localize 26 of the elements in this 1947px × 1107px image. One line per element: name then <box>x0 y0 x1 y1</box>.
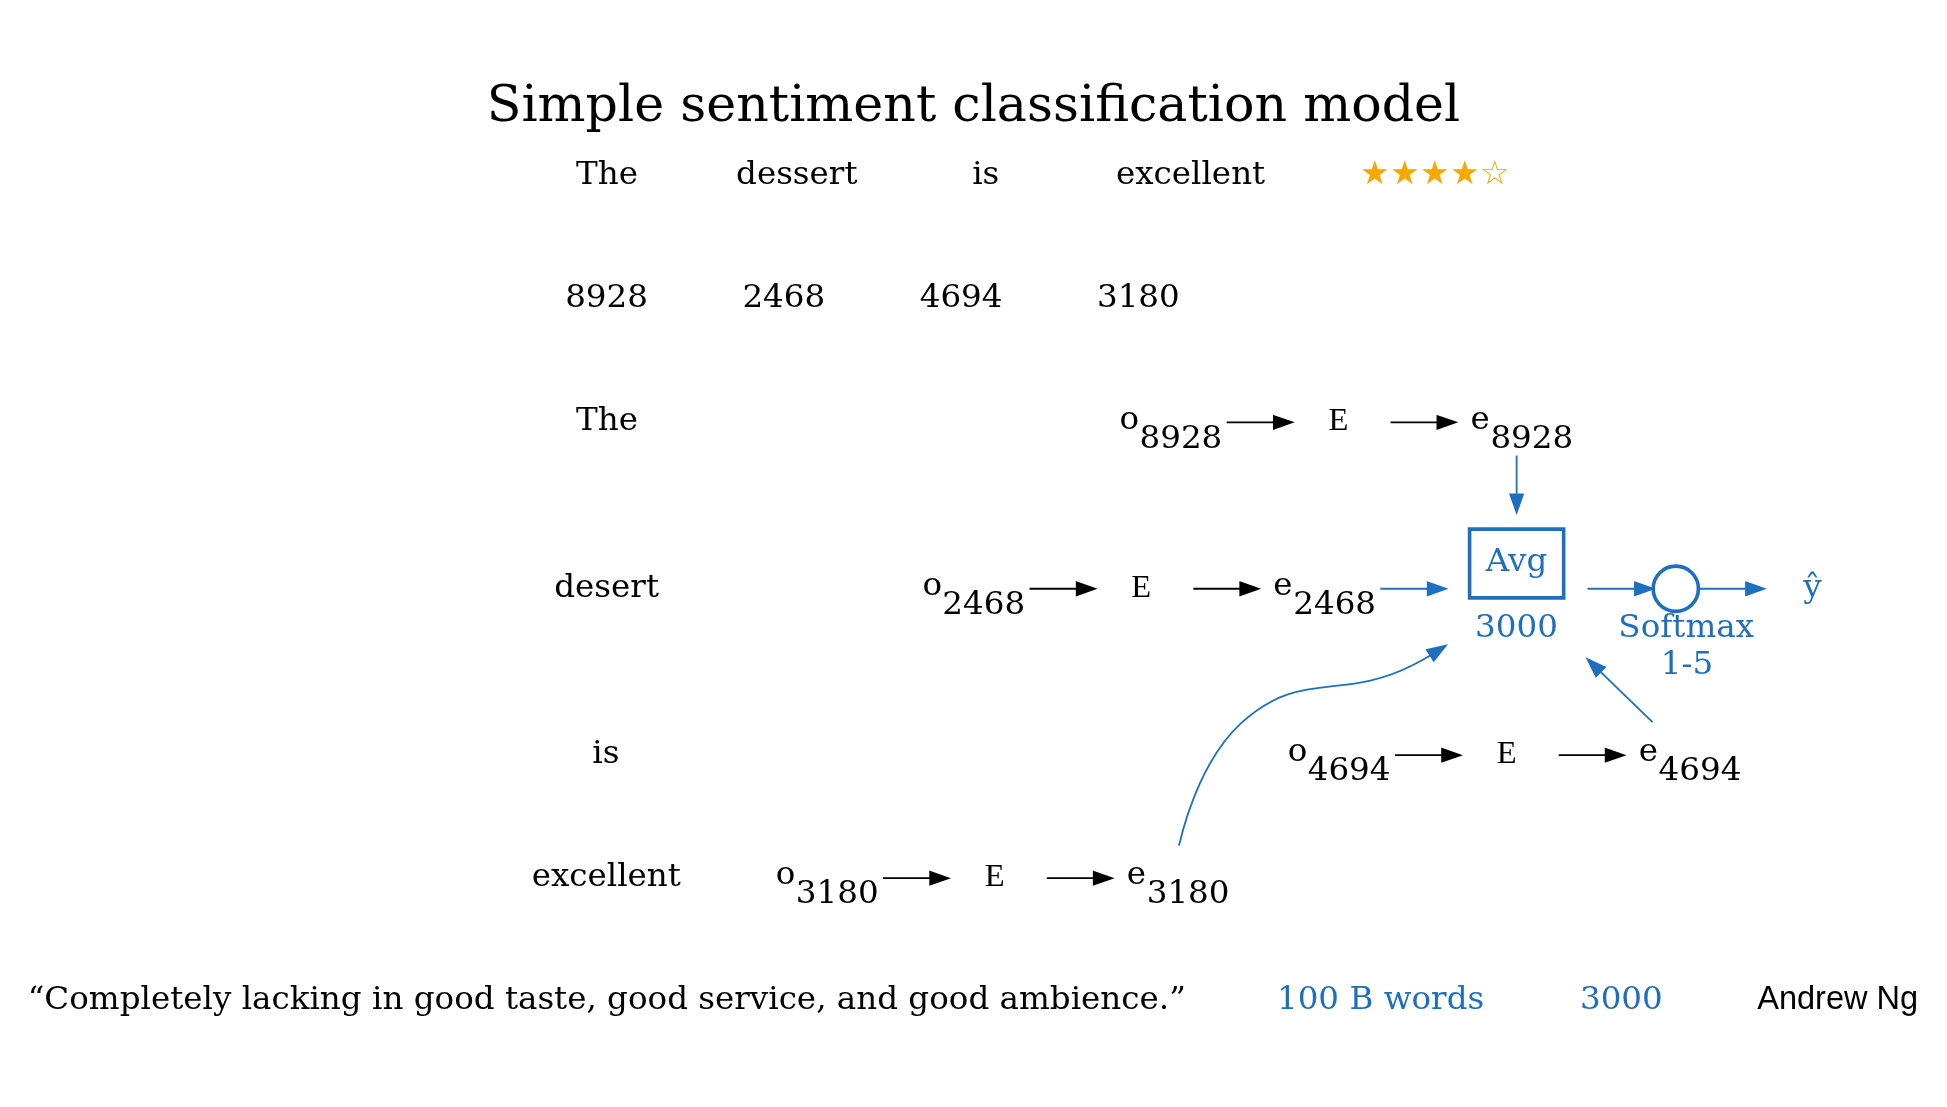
label: excellent <box>531 856 681 895</box>
label: is <box>972 154 1000 193</box>
label: 3180 <box>1096 277 1180 316</box>
label: 3000 <box>1579 979 1663 1018</box>
node-label: 3000 <box>1475 606 1558 645</box>
node-text: E <box>984 857 1005 894</box>
label: 2468 <box>742 277 826 316</box>
label: “Completely lacking in good taste, good service, and good ambience.” <box>27 979 1186 1018</box>
label: desert <box>554 566 659 605</box>
label: The <box>575 154 638 193</box>
label: excellent <box>1115 154 1266 193</box>
label: is <box>592 733 620 772</box>
node-label: 1-5 <box>1660 643 1714 682</box>
label: ★★★★☆ <box>1360 154 1511 193</box>
node-text: ŷ <box>1803 566 1822 605</box>
node-text: E <box>1496 734 1517 771</box>
label: Andrew Ng <box>1757 980 1919 1017</box>
label: 4694 <box>919 277 1003 316</box>
label: dessert <box>736 154 858 193</box>
label: The <box>575 400 638 439</box>
node-text: E <box>1131 567 1152 604</box>
label: 8928 <box>565 277 648 316</box>
diagram-title: Simple sentiment classification model <box>486 73 1461 133</box>
label: 100 B words <box>1276 979 1485 1018</box>
node-text: E <box>1328 401 1349 438</box>
node-label: Softmax <box>1618 607 1755 646</box>
